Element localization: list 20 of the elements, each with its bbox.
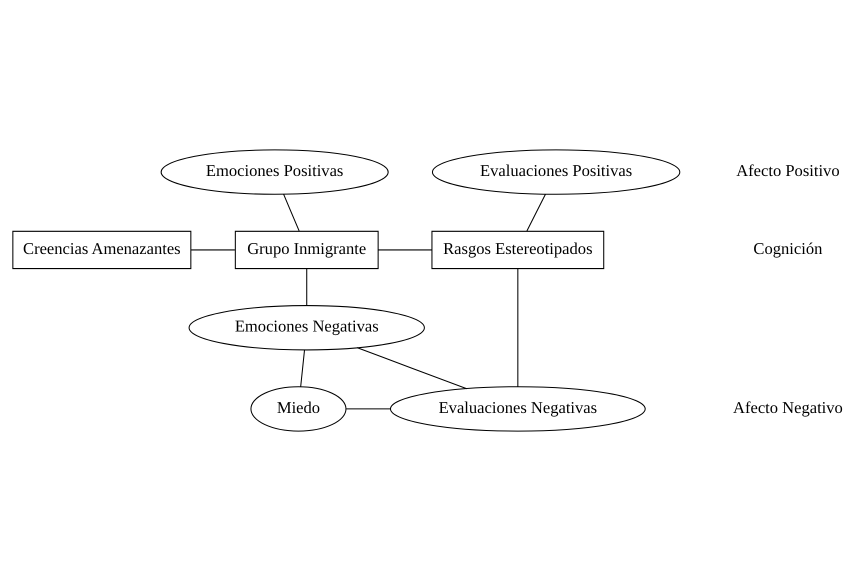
label: Afecto Positivo — [736, 160, 840, 180]
connector — [346, 408, 390, 409]
node-ellipse: Emociones Negativas — [188, 304, 425, 350]
node-ellipse: Miedo — [250, 386, 346, 432]
connector — [306, 268, 308, 306]
connector — [283, 194, 300, 231]
node-box: Rasgos Estereotipados — [431, 230, 604, 269]
node-box: Creencias Amenazantes — [12, 230, 192, 269]
node-ellipse: Evaluaciones Negativas — [390, 386, 646, 432]
label: Afecto Negativo — [733, 397, 843, 416]
node-box: Grupo Inmigrante — [234, 230, 379, 269]
connector — [517, 268, 518, 386]
connector — [300, 349, 306, 386]
connector — [526, 194, 546, 231]
node-ellipse: Evaluaciones Positivas — [432, 148, 680, 194]
node-ellipse: Emociones Positivas — [160, 148, 389, 194]
connector — [378, 248, 432, 250]
label: Cognición — [753, 238, 822, 258]
connector — [191, 248, 235, 250]
connector — [356, 346, 468, 389]
